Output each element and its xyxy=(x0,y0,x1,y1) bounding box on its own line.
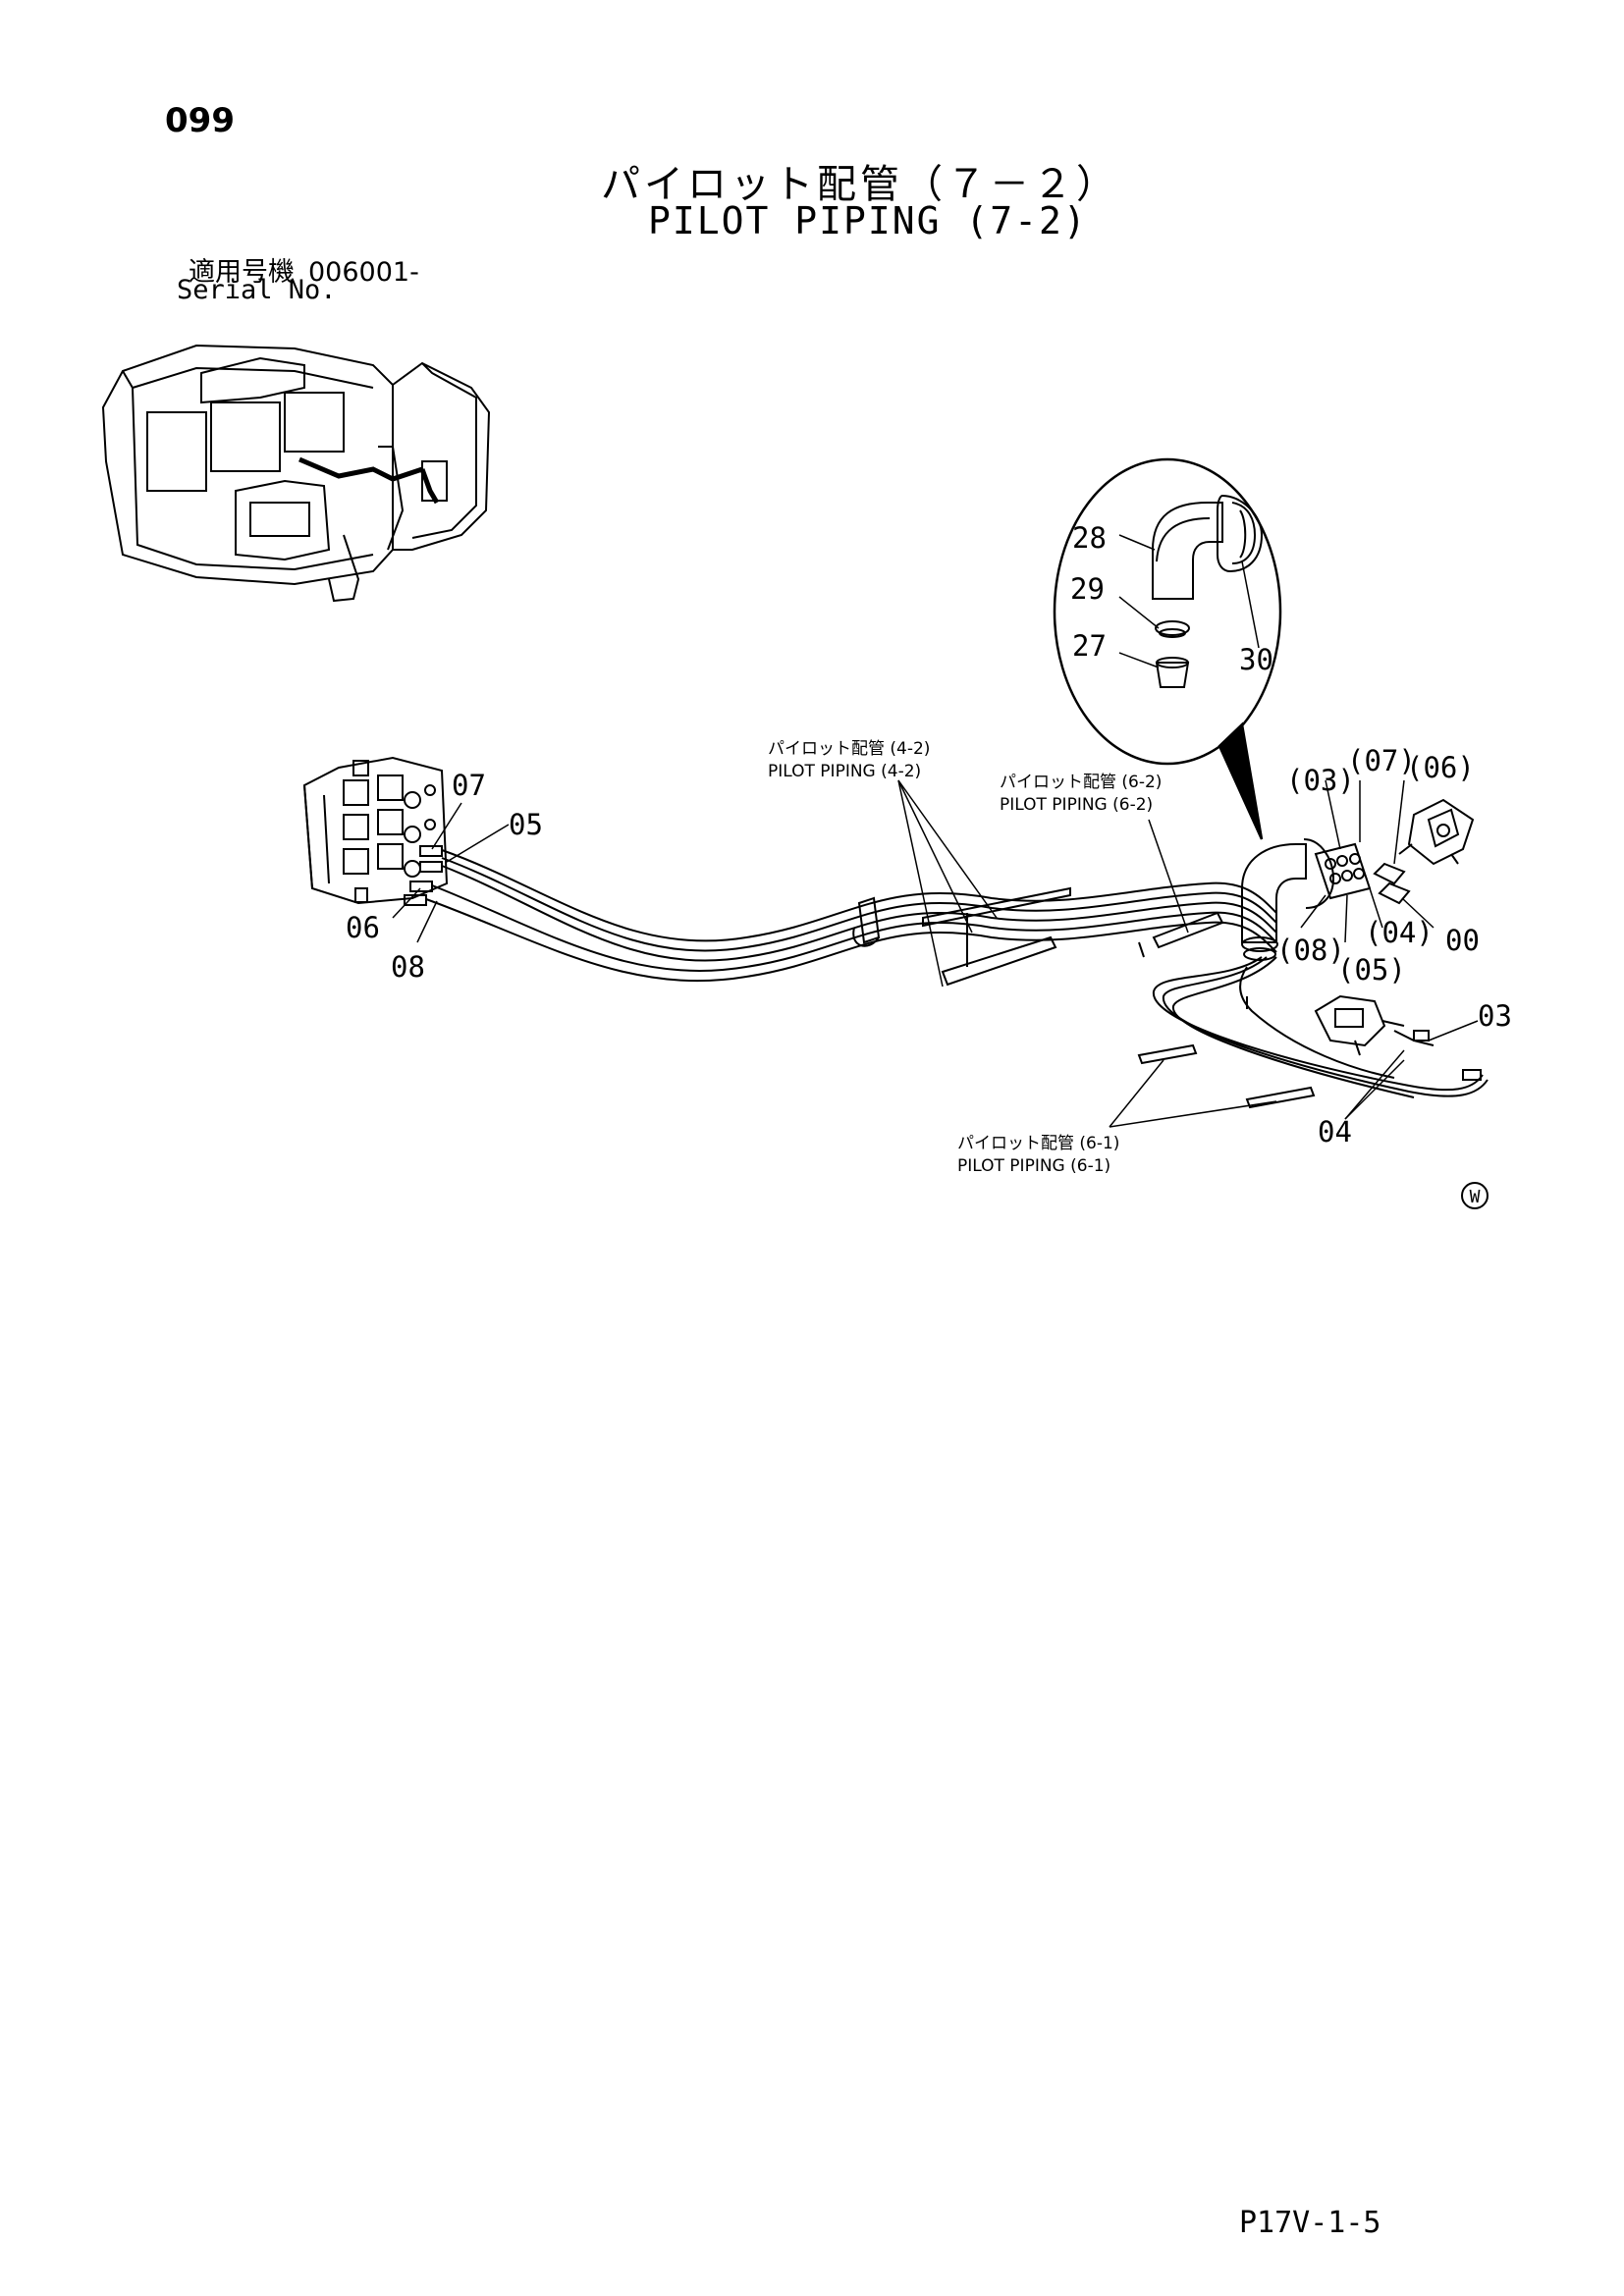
callout-00: 00 xyxy=(1445,924,1480,957)
reference-leader-lines xyxy=(897,779,1277,1128)
control-valve-right xyxy=(1398,798,1475,866)
callout-06-left: 06 xyxy=(346,911,380,944)
overview-highlight-piping xyxy=(298,456,440,505)
ref-4-2-japanese: パイロット配管 (4-2) xyxy=(768,739,930,759)
page-number: 099 xyxy=(165,101,235,140)
callout-30: 30 xyxy=(1239,643,1273,676)
machine-overview-sketch xyxy=(101,344,491,603)
title-japanese: パイロット配管（７－２） xyxy=(601,162,1119,207)
ref-4-2-english: PILOT PIPING (4-2) xyxy=(768,762,921,781)
callout-27: 27 xyxy=(1072,629,1107,663)
callout-03-right: 03 xyxy=(1478,999,1512,1033)
ref-6-2-japanese: パイロット配管 (6-2) xyxy=(1000,773,1162,792)
serial-label-english: Serial No. xyxy=(177,275,337,305)
ref-6-1-english: PILOT PIPING (6-1) xyxy=(957,1156,1110,1176)
ref-6-1-japanese: パイロット配管 (6-1) xyxy=(957,1134,1119,1153)
callout-03-paren: (03) xyxy=(1286,764,1355,797)
detail-leader-lines xyxy=(1118,534,1260,668)
w-mark-letter: W xyxy=(1470,1187,1481,1207)
serial-line-japanese: 適用号機 006001- xyxy=(189,250,433,289)
serial-label-japanese: 適用号機 xyxy=(189,257,295,288)
callout-07-left: 07 xyxy=(452,769,486,802)
circled-w-mark: W xyxy=(1461,1182,1489,1209)
lower-brackets xyxy=(1137,996,1316,1109)
callout-28: 28 xyxy=(1072,521,1107,555)
callout-06-paren: (06) xyxy=(1406,751,1475,784)
pilot-hose-bundle xyxy=(425,849,1277,983)
lower-hoses xyxy=(1152,956,1489,1098)
detail-circle xyxy=(1053,457,1282,840)
title-english: PILOT PIPING (7-2) xyxy=(648,199,1088,242)
serial-number: 006001- xyxy=(308,257,419,288)
footer-page-code: P17V-1-5 xyxy=(1239,2206,1381,2240)
callout-04-right: 04 xyxy=(1318,1115,1352,1148)
callout-05-paren: (05) xyxy=(1337,953,1406,987)
callout-leader-lines xyxy=(392,779,1479,1120)
callout-07-paren: (07) xyxy=(1347,744,1416,777)
callout-08-left: 08 xyxy=(391,950,425,984)
callout-08-paren: (08) xyxy=(1276,934,1345,967)
callout-04-paren: (04) xyxy=(1365,916,1434,949)
ref-6-2-english: PILOT PIPING (6-2) xyxy=(1000,795,1153,815)
callout-29: 29 xyxy=(1070,572,1105,606)
lower-valve xyxy=(1314,994,1482,1081)
support-brackets xyxy=(852,886,1224,987)
callout-05-left: 05 xyxy=(509,808,543,841)
detail-elbow-fitting xyxy=(1152,494,1264,688)
